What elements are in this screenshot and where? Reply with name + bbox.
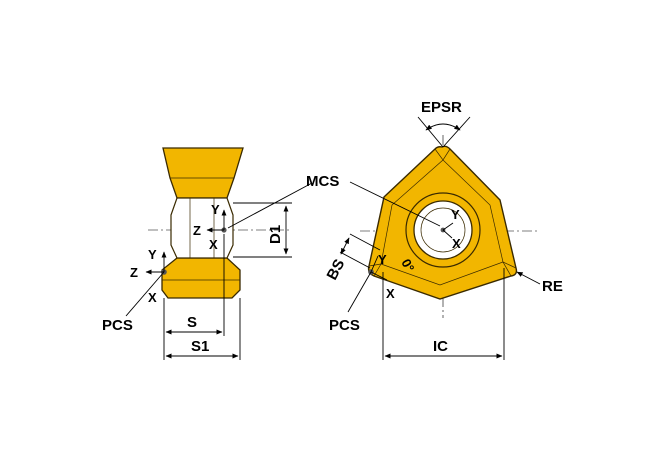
hole-inner-edge <box>420 207 466 253</box>
epsr-edge-right <box>442 116 471 148</box>
mcs-label: MCS <box>306 173 339 190</box>
bs-dimension-line <box>340 237 350 255</box>
corner-facet-right <box>502 261 517 277</box>
insert-chipbreaker <box>380 159 504 286</box>
top-view: Y X MCS EPSR RE IC Y X PCS BS 0° <box>306 99 563 360</box>
re-leader <box>516 271 541 285</box>
ic-label: IC <box>433 338 448 355</box>
top-pcs-leader <box>347 271 372 313</box>
side-hole-section <box>170 197 234 259</box>
side-mcs-y-label: Y <box>211 202 220 217</box>
side-pcs-x-label: X <box>148 290 157 305</box>
angle-label: 0° <box>398 256 417 274</box>
epsr-label: EPSR <box>421 99 462 116</box>
top-pcs-label: PCS <box>329 317 360 334</box>
top-mcs-x-stroke <box>442 229 453 239</box>
top-pcs-x-stroke <box>370 271 388 281</box>
side-view: Y Z X Y Z X PCS D1 S S1 <box>102 147 313 360</box>
side-bottom-body <box>161 257 241 299</box>
top-pcs-x-label: X <box>386 286 395 301</box>
side-pcs-label: PCS <box>102 317 133 334</box>
side-mcs-z-label: Z <box>193 223 201 238</box>
mcs-leader-side <box>227 182 313 229</box>
side-pcs-y-label: Y <box>148 247 157 262</box>
s-label: S <box>187 314 197 331</box>
re-label: RE <box>542 278 563 295</box>
d1-label: D1 <box>267 225 284 244</box>
side-mcs-x-label: X <box>209 237 218 252</box>
side-top-body <box>162 147 244 199</box>
top-mcs-y-label: Y <box>451 207 460 222</box>
side-pcs-z-label: Z <box>130 265 138 280</box>
corner-facet-top <box>434 148 451 161</box>
top-pcs-y-label: Y <box>378 252 387 267</box>
top-mcs-y-stroke <box>442 222 454 231</box>
corner-facet-left <box>368 263 382 277</box>
bs-label: BS <box>324 256 349 282</box>
bs-ext-top <box>349 233 381 251</box>
epsr-edge-left <box>417 116 444 148</box>
side-pcs-leader <box>125 271 165 317</box>
top-pcs-y-stroke <box>370 255 379 273</box>
mcs-leader-top <box>349 181 441 227</box>
bs-ext-bottom <box>339 251 371 269</box>
s1-label: S1 <box>191 338 209 355</box>
top-mcs-x-label: X <box>452 236 461 251</box>
epsr-arc <box>425 123 461 131</box>
